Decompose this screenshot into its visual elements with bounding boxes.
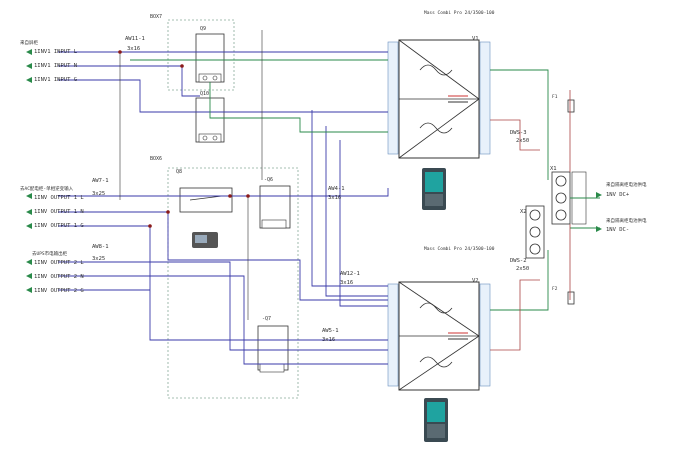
- label-aw5-size: 3x16: [322, 337, 335, 343]
- label-aw7-size: 3x25: [92, 191, 105, 197]
- inverter-v2: [387, 281, 491, 391]
- note-output-2: 去UPS市电输出柜: [32, 250, 68, 257]
- fuse-f1: [567, 99, 575, 113]
- label-f1: F1: [552, 94, 558, 100]
- label-dws3: DWS-3: [510, 130, 527, 136]
- label-inv1-g: 1INV1 INPUT G: [34, 77, 77, 83]
- label-aw4: AW4-1: [328, 186, 345, 192]
- note-dc-1: 来自隔离柜电池供电: [606, 181, 647, 188]
- label-q9: Q9: [200, 26, 206, 32]
- label-box-top: BOX7: [150, 14, 162, 20]
- label-x1: X1: [550, 166, 557, 172]
- label-aw8: AW8-1: [92, 244, 109, 250]
- label-v2-model: Mass Combi Pro 24/3500-100: [424, 246, 495, 252]
- label-aw12: AW12-1: [340, 271, 360, 277]
- label-f2: F2: [552, 286, 558, 292]
- label-dws3-size: 2x50: [516, 138, 529, 144]
- note-input-1: 来自屏柜: [20, 39, 38, 46]
- label-inv1-l: 1INV1 INPUT L: [34, 49, 78, 55]
- label-q10: Q10: [200, 91, 209, 97]
- breaker-q7: [257, 325, 289, 373]
- enclosure-box-mid: [167, 167, 299, 399]
- note-dc-2: 来自隔离柜电池供电: [606, 217, 647, 224]
- label-out2-g: 1INV OUTPUT 2 G: [34, 288, 84, 294]
- label-out2-n: 1INV OUTPUT 2 N: [34, 274, 84, 280]
- inverter-photo-2: [424, 398, 448, 442]
- label-out1-l: 1INV OUTPUT 1 L: [34, 195, 84, 201]
- label-q6: -Q6: [264, 177, 273, 183]
- label-dws2: DWS-2: [510, 258, 527, 264]
- fuse-f2: [567, 291, 575, 305]
- label-q7: -Q7: [262, 316, 271, 322]
- wires-dark: [119, 30, 263, 320]
- wires-red: [490, 90, 571, 351]
- label-box-mid: BOX6: [150, 156, 162, 162]
- label-x2: X2: [520, 209, 527, 215]
- label-v1-model: Mass Combi Pro 24/3500-100: [424, 10, 495, 16]
- label-out2-l: 1INV OUTPUT 2 L: [34, 260, 84, 266]
- label-q8: Q8: [176, 169, 182, 175]
- terminal-x2: [525, 205, 545, 259]
- enclosure-box-top: [167, 19, 235, 91]
- label-aw5: AW5-1: [322, 328, 339, 334]
- controller-photo: [192, 232, 218, 248]
- input-arrows: [26, 49, 32, 293]
- label-aw4-size: 3x16: [328, 195, 341, 201]
- label-aw11-size: 3x16: [127, 46, 140, 52]
- label-dws2-size: 2x50: [516, 266, 529, 272]
- label-out1-g: 1INV OUTPUT 1 G: [34, 223, 84, 229]
- label-v1: V1: [472, 36, 479, 42]
- label-dc-plus: 1NV DC+: [606, 192, 630, 198]
- switch-q8: [179, 187, 233, 213]
- note-output-1: 去AC配电柜-单相逆变输入: [20, 185, 74, 192]
- wires-blue: [58, 51, 389, 365]
- breaker-q6: [259, 185, 291, 229]
- text-labels: 来自屏柜 1INV1 INPUT L 1INV1 INPUT N 1INV1 I…: [20, 10, 647, 343]
- wires-green: [130, 59, 600, 311]
- label-aw12-size: 3x16: [340, 280, 353, 286]
- label-v2: V2: [472, 278, 479, 284]
- label-out1-n: 1INV OUTPUT 1 N: [34, 209, 84, 215]
- inverter-photo-1: [422, 168, 446, 210]
- output-arrows: [596, 192, 602, 232]
- label-dc-minus: 1NV DC-: [606, 227, 629, 233]
- breaker-q9: [195, 33, 225, 83]
- label-aw11: AW11-1: [125, 36, 145, 42]
- inverter-v1: [387, 39, 491, 159]
- label-inv1-n: 1INV1 INPUT N: [34, 63, 77, 69]
- label-aw7: AW7-1: [92, 178, 109, 184]
- junction-dots: [118, 50, 250, 228]
- label-aw8-size: 3x25: [92, 256, 105, 262]
